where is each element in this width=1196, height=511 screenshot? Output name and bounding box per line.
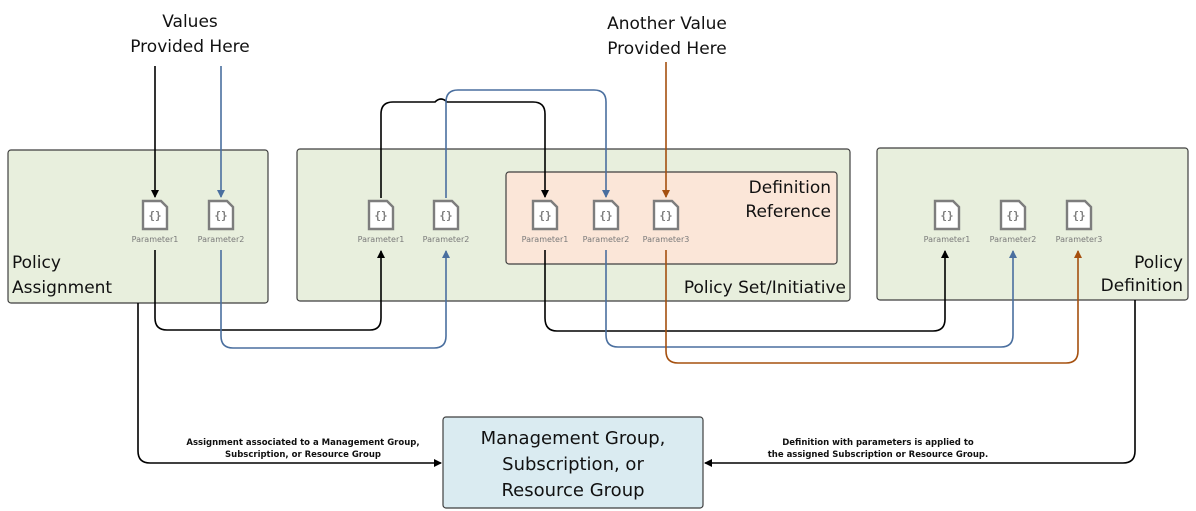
parameter-label: Parameter3: [1056, 235, 1103, 244]
policy-assignment-label-line2: Assignment: [12, 278, 112, 298]
initiative-param1-to-reference-param1-arrow: [380, 98, 549, 198]
assignment-param2-to-initiative-param2-arrow: [220, 250, 450, 349]
json-braces-icon: [141, 199, 169, 231]
assignment-parameter1: {} Parameter1: [132, 199, 179, 244]
parameter-label: Parameter1: [358, 235, 405, 244]
scope-target-box: [442, 416, 704, 509]
json-braces-glyph: {}: [374, 209, 387, 222]
parameter-label: Parameter2: [990, 235, 1037, 244]
json-braces-icon: [592, 199, 620, 231]
definition-parameter1: {} Parameter1: [924, 199, 971, 244]
definition-parameter2: {} Parameter2: [990, 199, 1037, 244]
json-braces-glyph: {}: [148, 209, 161, 222]
json-braces-icon: [1065, 199, 1093, 231]
policy-assignment-label-line1: Policy: [12, 253, 61, 273]
assignment-parameter2: {} Parameter2: [198, 199, 245, 244]
parameter-label: Parameter1: [924, 235, 971, 244]
values-provided-label-line1: Values: [162, 12, 218, 32]
reference-param1-to-definition-param1-arrow: [544, 250, 949, 332]
reference-param2-to-definition-param2-arrow: [605, 250, 1017, 348]
json-braces-icon: [999, 199, 1027, 231]
json-braces-glyph: {}: [439, 209, 452, 222]
policy-definition-box: [876, 147, 1189, 301]
json-braces-icon: [652, 199, 680, 231]
json-braces-glyph: {}: [538, 209, 551, 222]
json-braces-glyph: {}: [1006, 209, 1019, 222]
json-braces-icon: [207, 199, 235, 231]
definition-reference-label-line1: Definition: [749, 178, 831, 198]
reference-parameter2: {} Parameter2: [583, 199, 630, 244]
parameter-label: Parameter1: [522, 235, 569, 244]
parameter-label: Parameter3: [643, 235, 690, 244]
initiative-parameter1: {} Parameter1: [358, 199, 405, 244]
assignment-note-line1: Assignment associated to a Management Gr…: [186, 438, 419, 448]
scope-target-label-line1: Management Group,: [481, 428, 666, 449]
definition-note-line1: Definition with parameters is applied to: [782, 438, 974, 448]
reference-parameter1: {} Parameter1: [522, 199, 569, 244]
json-braces-icon: [933, 199, 961, 231]
json-braces-glyph: {}: [659, 209, 672, 222]
json-braces-glyph: {}: [599, 209, 612, 222]
assignment-param1-to-initiative-param1-arrow: [154, 250, 385, 331]
assignment-note-line2: Subscription, or Resource Group: [225, 450, 381, 460]
policy-set-initiative-label: Policy Set/Initiative: [684, 278, 846, 298]
definition-reference-label-line2: Reference: [745, 202, 831, 222]
definition-parameter3: {} Parameter3: [1056, 199, 1103, 244]
parameter-label: Parameter2: [423, 235, 470, 244]
policy-definition-label-line2: Definition: [1101, 276, 1183, 296]
assignment-to-scope-arrow: [137, 303, 442, 467]
definition-to-scope-arrow: [704, 300, 1136, 467]
parameter-label: Parameter2: [198, 235, 245, 244]
json-braces-icon: [531, 199, 559, 231]
json-braces-glyph: {}: [214, 209, 227, 222]
parameter-label: Parameter2: [583, 235, 630, 244]
reference-param3-to-definition-param3-arrow: [665, 250, 1082, 364]
initiative-param2-to-reference-param2-arrow: [445, 89, 610, 198]
json-braces-glyph: {}: [940, 209, 953, 222]
scope-target-label-line3: Resource Group: [501, 480, 644, 501]
reference-parameter3: {} Parameter3: [643, 199, 690, 244]
scope-target-label-line2: Subscription, or: [502, 454, 644, 475]
initiative-parameter2: {} Parameter2: [423, 199, 470, 244]
another-value-label-line1: Another Value: [607, 14, 727, 34]
policy-definition-label-line1: Policy: [1134, 253, 1183, 273]
values-provided-label-line2: Provided Here: [130, 37, 250, 57]
json-braces-icon: [432, 199, 460, 231]
json-braces-glyph: {}: [1072, 209, 1085, 222]
json-braces-icon: [367, 199, 395, 231]
parameter-label: Parameter1: [132, 235, 179, 244]
another-value-label-line2: Provided Here: [607, 39, 727, 59]
definition-note-line2: the assigned Subscription or Resource Gr…: [768, 450, 989, 460]
